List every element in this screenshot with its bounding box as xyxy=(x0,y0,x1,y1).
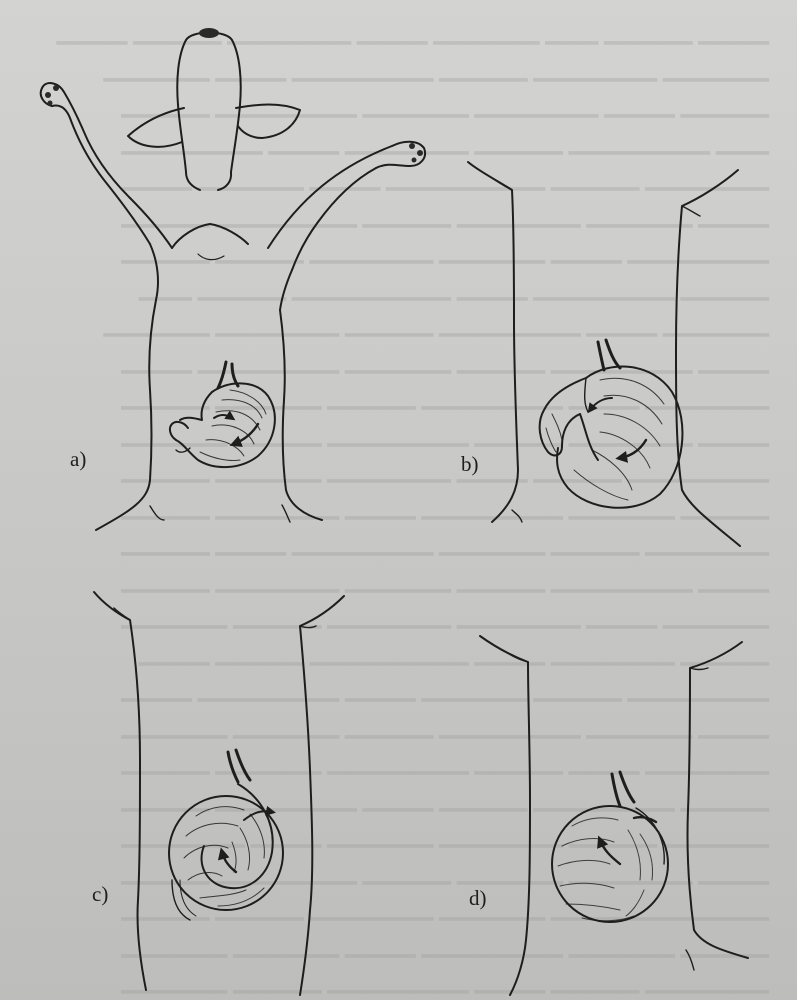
panel-a-stomach xyxy=(170,362,275,467)
panel-b-stomach xyxy=(540,340,683,508)
panel-c-stomach xyxy=(169,750,283,920)
panel-b-label: b) xyxy=(461,452,479,477)
panel-a-dog-outline xyxy=(41,28,425,530)
nose-icon xyxy=(199,28,219,38)
panel-c-trunk-outline xyxy=(94,592,344,995)
panel-a-label: a) xyxy=(70,447,86,472)
panel-b-trunk-outline xyxy=(468,162,740,546)
panel-d-trunk-outline xyxy=(480,636,748,995)
panel-d-stomach xyxy=(552,772,668,922)
panel-d-label: d) xyxy=(469,886,487,911)
panel-c-label: c) xyxy=(92,882,108,907)
